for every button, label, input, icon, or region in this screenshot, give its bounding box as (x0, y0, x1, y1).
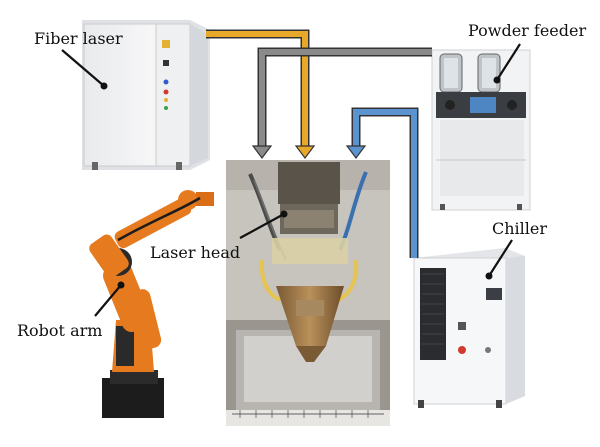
laser-head-photo (226, 160, 390, 426)
robot-arm (89, 190, 214, 418)
label-fiber-laser: Fiber laser (34, 29, 123, 48)
laser-beam-line (206, 29, 316, 159)
label-robot-arm: Robot arm (17, 321, 103, 340)
powder-feeder (431, 49, 531, 211)
label-laser-head: Laser head (150, 243, 241, 262)
ruler-scale (232, 410, 384, 418)
label-chiller: Chiller (492, 219, 548, 238)
callout-pointers (61, 43, 521, 317)
coolant-line (345, 107, 419, 258)
powder-supply-line (251, 47, 432, 159)
label-powder-feeder: Powder feeder (468, 21, 587, 40)
fiber-laser-cabinet (82, 20, 210, 170)
chiller (413, 248, 525, 408)
